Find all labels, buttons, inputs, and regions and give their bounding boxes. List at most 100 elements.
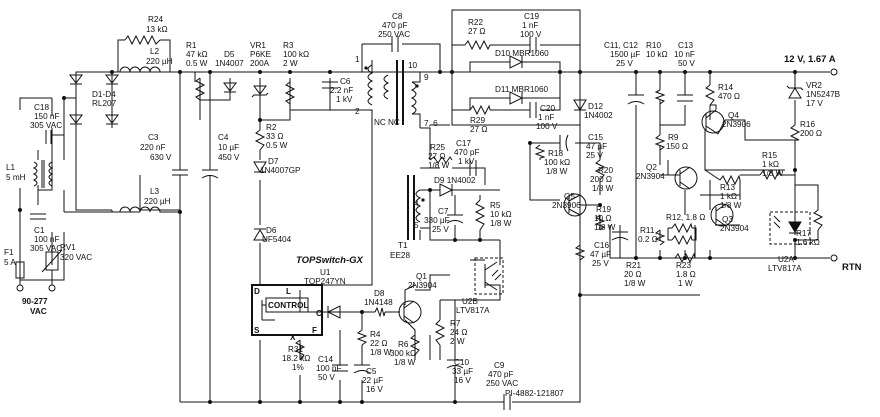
transistor-q2-symbol xyxy=(674,166,698,190)
xfmr-pin-1: 1 xyxy=(355,55,360,64)
resistor-r7-symbol xyxy=(434,319,446,346)
resistor-r11-symbol xyxy=(654,229,666,246)
pin-f: F xyxy=(312,326,317,335)
xfmr-pin-76: 7, 6 xyxy=(424,119,438,128)
bridge-diode-3 xyxy=(69,114,83,124)
resistor-r12-symbol xyxy=(671,222,693,234)
choke-l1-symbol xyxy=(32,161,38,187)
resistor-r6-symbol xyxy=(409,334,421,356)
label-control: CONTROL xyxy=(268,301,308,310)
resistor-r17-symbol xyxy=(812,209,824,231)
output-positive-label: 12 V, 1.67 A xyxy=(784,54,836,65)
tvs-vr1-symbol xyxy=(253,85,267,95)
bridge-diode-1 xyxy=(69,74,83,84)
led-u2a-symbol xyxy=(788,221,802,233)
resistor-r1-symbol xyxy=(194,77,206,101)
resistor-r14-symbol xyxy=(704,84,716,106)
components xyxy=(15,34,838,410)
label-d11: D11 MBR1060 xyxy=(495,85,549,94)
label-d9: D9 1N4002 xyxy=(434,176,476,185)
resistor-r20-symbol xyxy=(594,159,606,181)
xfmr-nc-2: NC xyxy=(388,118,400,127)
pin-s: S xyxy=(254,326,260,335)
resistor-r3-symbol xyxy=(284,81,296,105)
topswitch-u1-body xyxy=(251,284,323,336)
diode-d6-symbol xyxy=(253,229,267,241)
diode-d7-symbol xyxy=(253,161,267,173)
diode-d5-symbol xyxy=(223,82,237,92)
input-terminal-1 xyxy=(16,284,24,292)
zener-vr2-symbol xyxy=(788,87,802,99)
inductor-l2-symbol xyxy=(119,66,166,73)
figure-id: PI-4882-121807 xyxy=(505,389,564,398)
diode-d12-symbol xyxy=(573,99,587,111)
bridge-diode-4 xyxy=(105,114,119,124)
resistor-r25-symbol xyxy=(429,156,453,164)
bridge-diode-2 xyxy=(105,74,119,84)
resistor-r10-symbol xyxy=(654,89,666,105)
transformer-primary-winding xyxy=(367,64,374,106)
xfmr-nc-1: NC xyxy=(374,118,386,127)
label-r12: R12, 1.8 Ω xyxy=(666,213,705,222)
xfmr-pin-2: 2 xyxy=(355,107,360,116)
transistor-q3-symbol xyxy=(710,203,734,227)
pin-x: X xyxy=(290,333,296,342)
inductor-l3-symbol xyxy=(119,206,164,213)
label-d10: D10 MBR1060 xyxy=(495,49,549,58)
resistor-r2-symbol xyxy=(254,129,266,151)
diode-d8-symbol xyxy=(326,305,341,319)
transistor-q1-symbol xyxy=(398,300,422,324)
resistor-r21-symbol xyxy=(574,244,586,261)
